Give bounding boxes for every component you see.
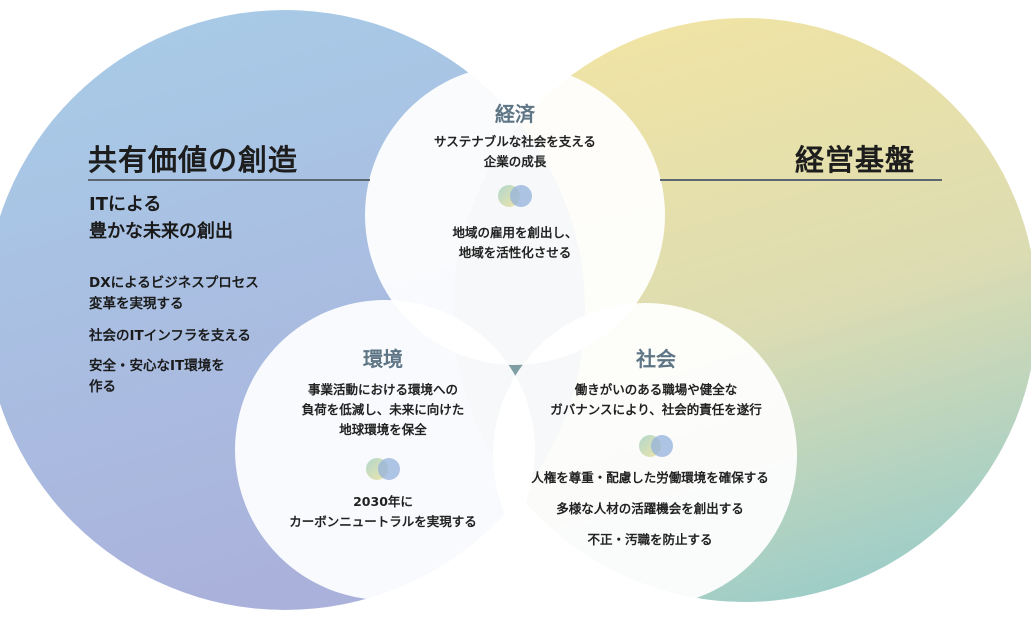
text-line: 負荷を低減し、未来に向けた [301,402,465,417]
society-goal: 人権を尊重・配慮した労働環境を確保する [531,470,769,485]
venn-mini-icon [639,435,673,457]
economy-title: 経済 [495,102,535,126]
text-line: 地域の雇用を創出し、 [452,225,578,240]
divider [88,179,370,181]
shared-value-item: DXによるビジネスプロセス 変革を実現する [89,273,259,315]
environment-description: 事業活動における環境への 負荷を低減し、未来に向けた 地球環境を保全 [302,380,465,440]
subheading-line: 豊かな未来の創出 [89,221,233,242]
item-line: 変革を実現する [89,296,184,312]
text-line: 働きがいのある職場や健全な [574,382,738,397]
shared-value-item: 安全・安心なIT環境を 作る [89,356,225,398]
environment-goals: 2030年に カーボンニュートラルを実現する [289,492,477,532]
text-line: 地域を活性化させる [458,245,572,260]
society-goal: 多様な人材の活躍機会を創出する [556,501,744,516]
venn-mini-icon [498,185,532,207]
item-line: DXによるビジネスプロセス [89,275,259,291]
management-base-heading: 経営基盤 [795,143,916,177]
text-line: 事業活動における環境への [307,382,459,397]
text-line: 2030年に [353,494,413,509]
venn-mini-icon [366,458,400,480]
item-line: 作る [89,379,116,395]
economy-circle [365,65,665,365]
shared-value-item: 社会のITインフラを支える [89,328,251,344]
subheading-line: ITによる [89,194,162,215]
environment-circle [235,300,535,600]
society-title: 社会 [636,347,676,371]
item-line: 安全・安心なIT環境を [89,358,225,374]
environment-title: 環境 [363,347,403,371]
shared-value-heading: 共有価値の創造 [88,143,299,177]
society-goal: 不正・汚職を防止する [587,532,713,547]
divider [660,179,942,181]
text-line: 企業の成長 [483,154,547,169]
economy-description: サステナブルな社会を支える 企業の成長 [434,132,596,172]
society-description: 働きがいのある職場や健全な ガバナンスにより、社会的責任を遂行 [550,380,762,420]
text-line: カーボンニュートラルを実現する [289,514,477,529]
text-line: ガバナンスにより、社会的責任を遂行 [550,402,762,417]
economy-goals: 地域の雇用を創出し、 地域を活性化させる [452,223,577,263]
text-line: 地球環境を保全 [339,422,427,437]
text-line: サステナブルな社会を支える [434,134,596,149]
shared-value-subheading: ITによる 豊かな未来の創出 [89,191,233,245]
